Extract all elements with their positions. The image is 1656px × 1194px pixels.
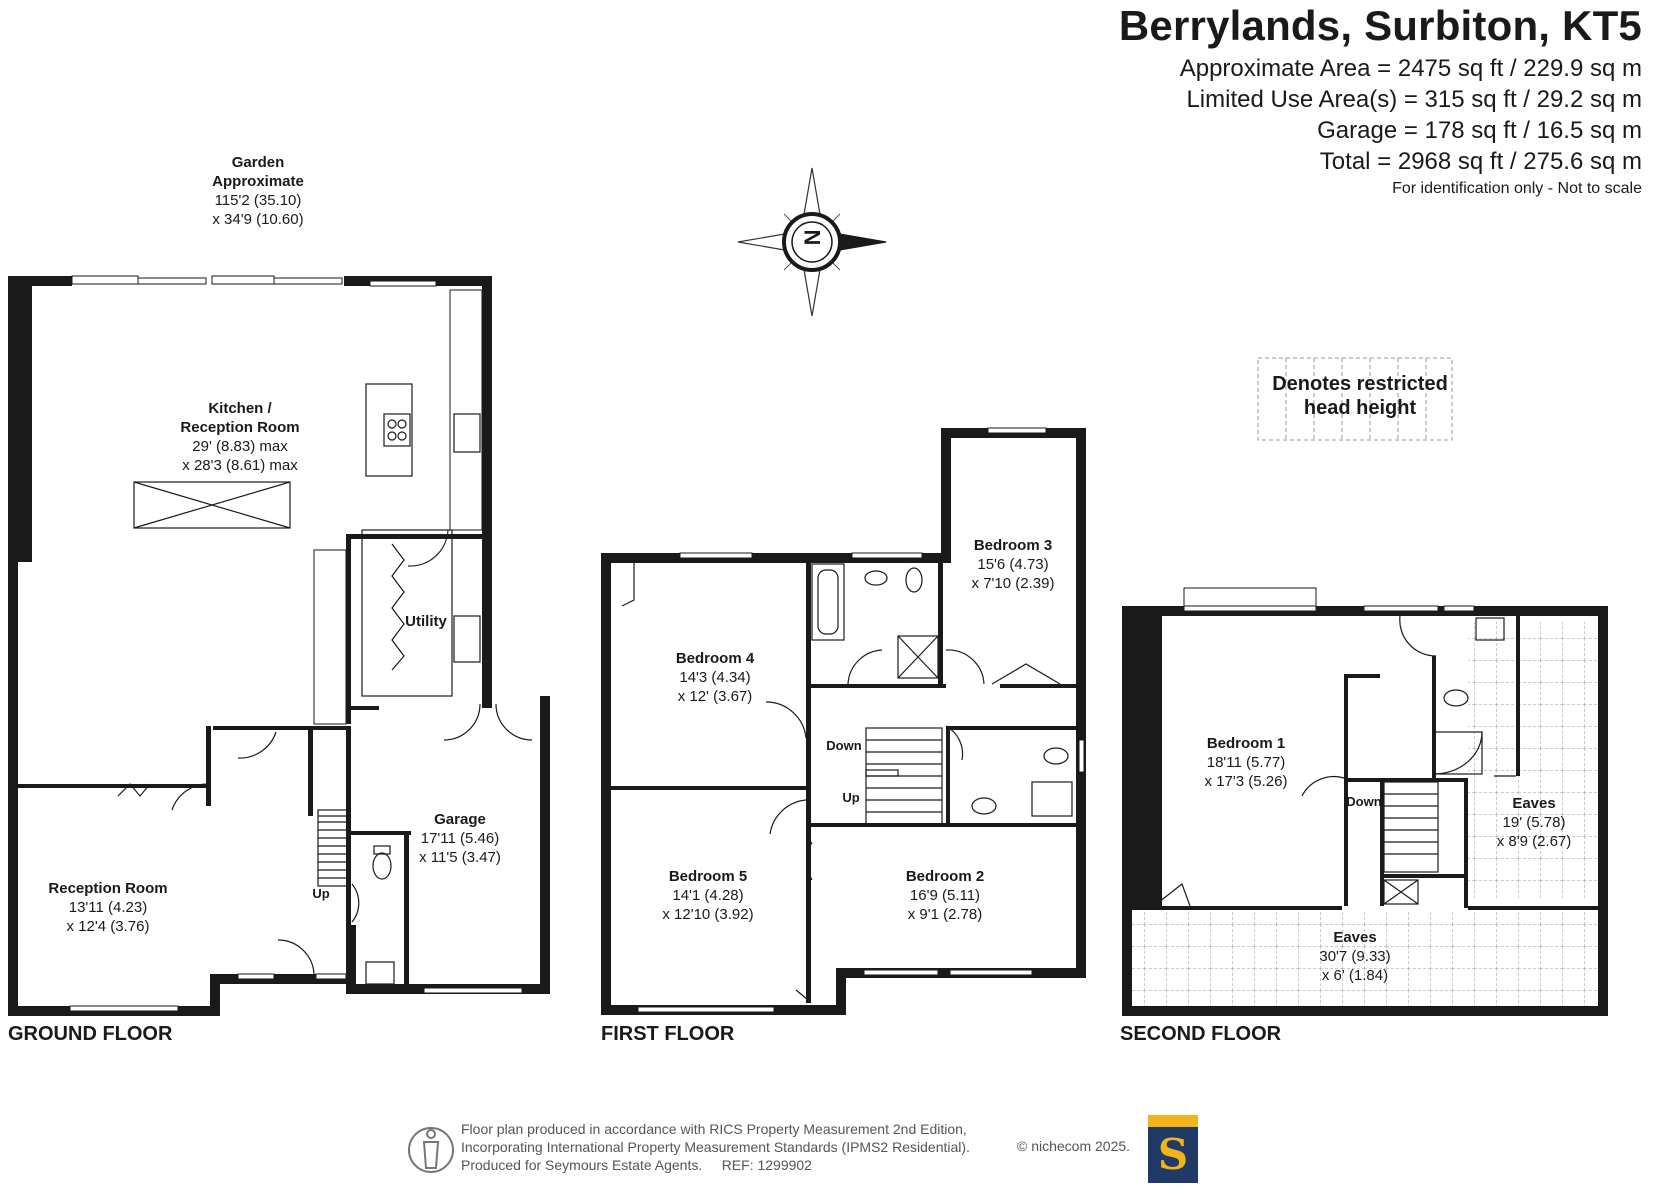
restricted-head-height-swatch [1257, 357, 1453, 441]
ground-floor-label: GROUND FLOOR [8, 1023, 173, 1045]
compass-north-letter: N [799, 229, 825, 246]
second-floor-windows [1183, 587, 1475, 612]
utility-label: Utility [405, 613, 447, 630]
limited-use-area: Limited Use Area(s) = 315 sq ft / 29.2 s… [1186, 86, 1642, 113]
garden-label: Garden Approximate 115'2 (35.10) x 34'9 … [212, 154, 304, 228]
first-floor-windows [637, 427, 1085, 1013]
ground-floor-fixtures [117, 383, 533, 985]
garage-area: Garage = 178 sq ft / 16.5 sq m [1317, 117, 1642, 144]
area-summary: Approximate Area = 2475 sq ft / 229.9 sq… [1180, 53, 1642, 177]
second-stairs-down-label: Down [1346, 794, 1382, 809]
compass-rose-icon [737, 167, 887, 317]
kitchen-reception-label: Kitchen / Reception Room 29' (8.83) max … [180, 400, 300, 474]
bedroom-2-label: Bedroom 2 16'9 (5.11) x 9'1 (2.78) [905, 868, 985, 923]
second-floor-label: SECOND FLOOR [1120, 1023, 1282, 1045]
first-stairs-up-label: Up [842, 790, 860, 805]
seymours-logo: S [1148, 1115, 1198, 1183]
total-area: Total = 2968 sq ft / 275.6 sq m [1319, 148, 1642, 175]
reception-room-label: Reception Room 13'11 (4.23) x 12'4 (3.76… [48, 880, 168, 935]
ground-stairs-up-label: Up [312, 886, 330, 901]
footer-notes: Floor plan produced in accordance with R… [461, 1121, 970, 1173]
approximate-area: Approximate Area = 2475 sq ft / 229.9 sq… [1179, 55, 1642, 82]
page-title: Berrylands, Surbiton, KT5 [1118, 2, 1642, 49]
second-floor-fixtures [1153, 615, 1516, 907]
ground-floor-windows [69, 275, 523, 1012]
first-floor-label: FIRST FLOOR [601, 1023, 735, 1045]
bedroom-3-label: Bedroom 3 15'6 (4.73) x 7'10 (2.39) [971, 537, 1055, 592]
garage-label: Garage 17'11 (5.46) x 11'5 (3.47) [419, 811, 501, 866]
copyright-notice: © nichecom 2025. [1017, 1138, 1131, 1154]
bedroom-1-label: Bedroom 1 18'11 (5.77) x 17'3 (5.26) [1204, 735, 1288, 790]
eaves-hatch-area-right [1468, 622, 1602, 900]
first-floor-plan [601, 428, 1086, 1015]
eaves-bottom-label: Eaves 30'7 (9.33) x 6' (1.84) [1319, 929, 1391, 984]
bedroom-5-label: Bedroom 5 14'1 (4.28) x 12'10 (3.92) [662, 868, 754, 923]
identification-note: For identification only - Not to scale [1392, 180, 1642, 197]
first-floor-fixtures [621, 563, 1073, 1001]
person-icon [408, 1127, 454, 1173]
first-stairs-down-label: Down [826, 738, 862, 753]
bedroom-4-label: Bedroom 4 14'3 (4.34) x 12' (3.67) [675, 650, 755, 705]
eaves-hatch-area-bottom [1132, 912, 1602, 1010]
restricted-head-height-label: Denotes restricted head height [1272, 373, 1448, 419]
eaves-right-label: Eaves 19' (5.78) x 8'9 (2.67) [1496, 795, 1572, 850]
